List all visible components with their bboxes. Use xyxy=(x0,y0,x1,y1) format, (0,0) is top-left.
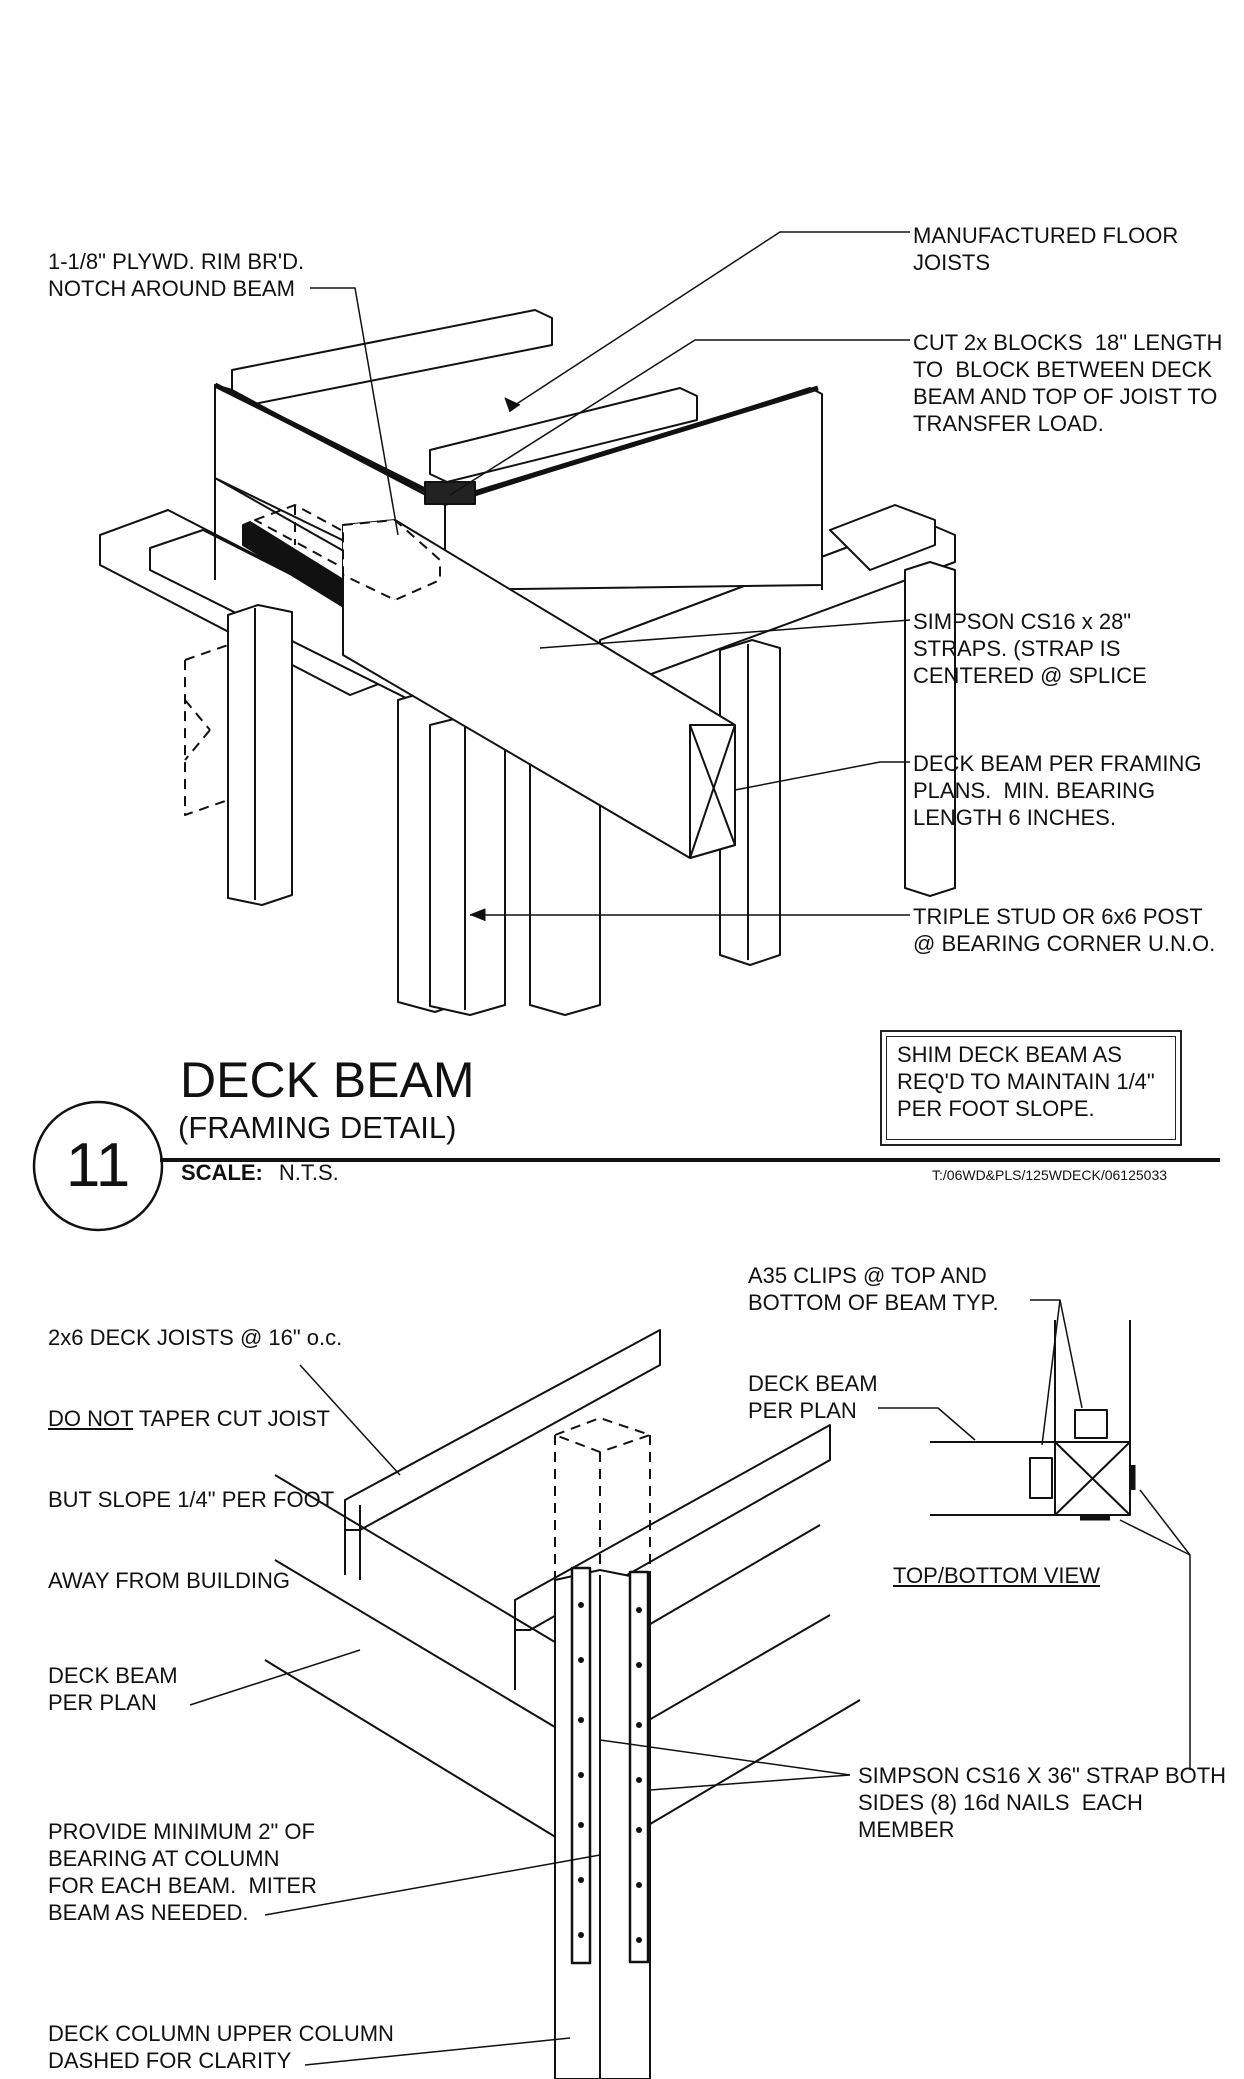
callout-deck-beam-left: DECK BEAM PER PLAN xyxy=(48,1663,178,1715)
lower-beam-right-2 xyxy=(829,504,936,571)
callout-deck-beam: DECK BEAM PER FRAMING PLANS. MIN. BEARIN… xyxy=(913,751,1202,830)
nails xyxy=(578,1602,642,1943)
joists-line-2: DO NOT TAPER CUT JOIST xyxy=(48,1405,342,1432)
leader-straps xyxy=(539,619,911,649)
note-box-text: SHIM DECK BEAM AS REQ'D TO MAINTAIN 1/4"… xyxy=(886,1036,1176,1140)
joists-line-4: AWAY FROM BUILDING xyxy=(48,1568,291,1593)
joists-line-3: BUT SLOPE 1/4" PER FOOT xyxy=(48,1487,335,1512)
callout-straps: SIMPSON CS16 x 28" STRAPS. (STRAP IS CEN… xyxy=(913,609,1147,688)
detail-title: DECK BEAM xyxy=(180,1052,475,1108)
clip-top xyxy=(1074,1409,1108,1439)
note-box: SHIM DECK BEAM AS REQ'D TO MAINTAIN 1/4"… xyxy=(880,1030,1182,1146)
joists-do-not: DO NOT xyxy=(48,1406,134,1431)
callout-column: DECK COLUMN UPPER COLUMN DASHED FOR CLAR… xyxy=(48,2021,394,2073)
leader-joists xyxy=(514,231,910,406)
leader-blocks xyxy=(449,339,910,496)
callout-bearing: PROVIDE MINIMUM 2" OF BEARING AT COLUMN … xyxy=(48,1819,317,1925)
joists-line-2-rest: TAPER CUT JOIST xyxy=(133,1406,330,1431)
post-left xyxy=(227,604,293,906)
dashed-post xyxy=(184,644,229,816)
callout-clips: A35 CLIPS @ TOP AND BOTTOM OF BEAM TYP. xyxy=(748,1263,999,1315)
post-right-a xyxy=(719,639,781,966)
callout-floor-joists: MANUFACTURED FLOOR JOISTS xyxy=(913,223,1179,275)
post-center-b xyxy=(429,714,506,1016)
top-bottom-view xyxy=(878,1299,1191,1770)
clip-side xyxy=(1029,1457,1053,1499)
file-reference: T:/06WD&PLS/125WDECK/06125033 xyxy=(932,1167,1168,1183)
post-right-b xyxy=(904,561,956,897)
leader-rim xyxy=(310,287,399,536)
callout-blocks: CUT 2x BLOCKS 18" LENGTH TO BLOCK BETWEE… xyxy=(913,330,1223,436)
strap-right xyxy=(628,1570,650,1964)
detail-subtitle: (FRAMING DETAIL) xyxy=(178,1110,457,1145)
deck-joist-upper xyxy=(344,1329,661,1531)
block-cut xyxy=(424,481,476,505)
floor-joist-mid xyxy=(429,387,698,483)
floor-joist-back xyxy=(231,309,553,406)
top-bottom-view-title: TOP/BOTTOM VIEW xyxy=(893,1563,1100,1588)
lower-detail-isometric xyxy=(189,1329,861,2079)
callout-strap: SIMPSON CS16 X 36" STRAP BOTH SIDES (8) … xyxy=(858,1763,1227,1842)
callout-joists: 2x6 DECK JOISTS @ 16" o.c. DO NOT TAPER … xyxy=(48,1270,342,1621)
joists-line-1: 2x6 DECK JOISTS @ 16" o.c. xyxy=(48,1325,343,1350)
detail-number-circle xyxy=(32,1100,164,1232)
scale-label: SCALE: xyxy=(181,1160,263,1185)
callout-rim-board: 1-1/8" PLYWD. RIM BR'D. NOTCH AROUND BEA… xyxy=(48,249,305,301)
detail-number: 11 xyxy=(65,1131,131,1200)
leader-beam xyxy=(734,761,910,791)
callout-post: TRIPLE STUD OR 6x6 POST @ BEARING CORNER… xyxy=(913,904,1216,956)
detail-11-isometric xyxy=(99,231,956,1016)
callout-deck-beam-right: DECK BEAM PER PLAN xyxy=(748,1371,878,1423)
scale-line: SCALE: N.T.S. xyxy=(181,1160,339,1186)
scale-value: N.T.S. xyxy=(278,1160,339,1185)
strap-left xyxy=(570,1566,592,1965)
